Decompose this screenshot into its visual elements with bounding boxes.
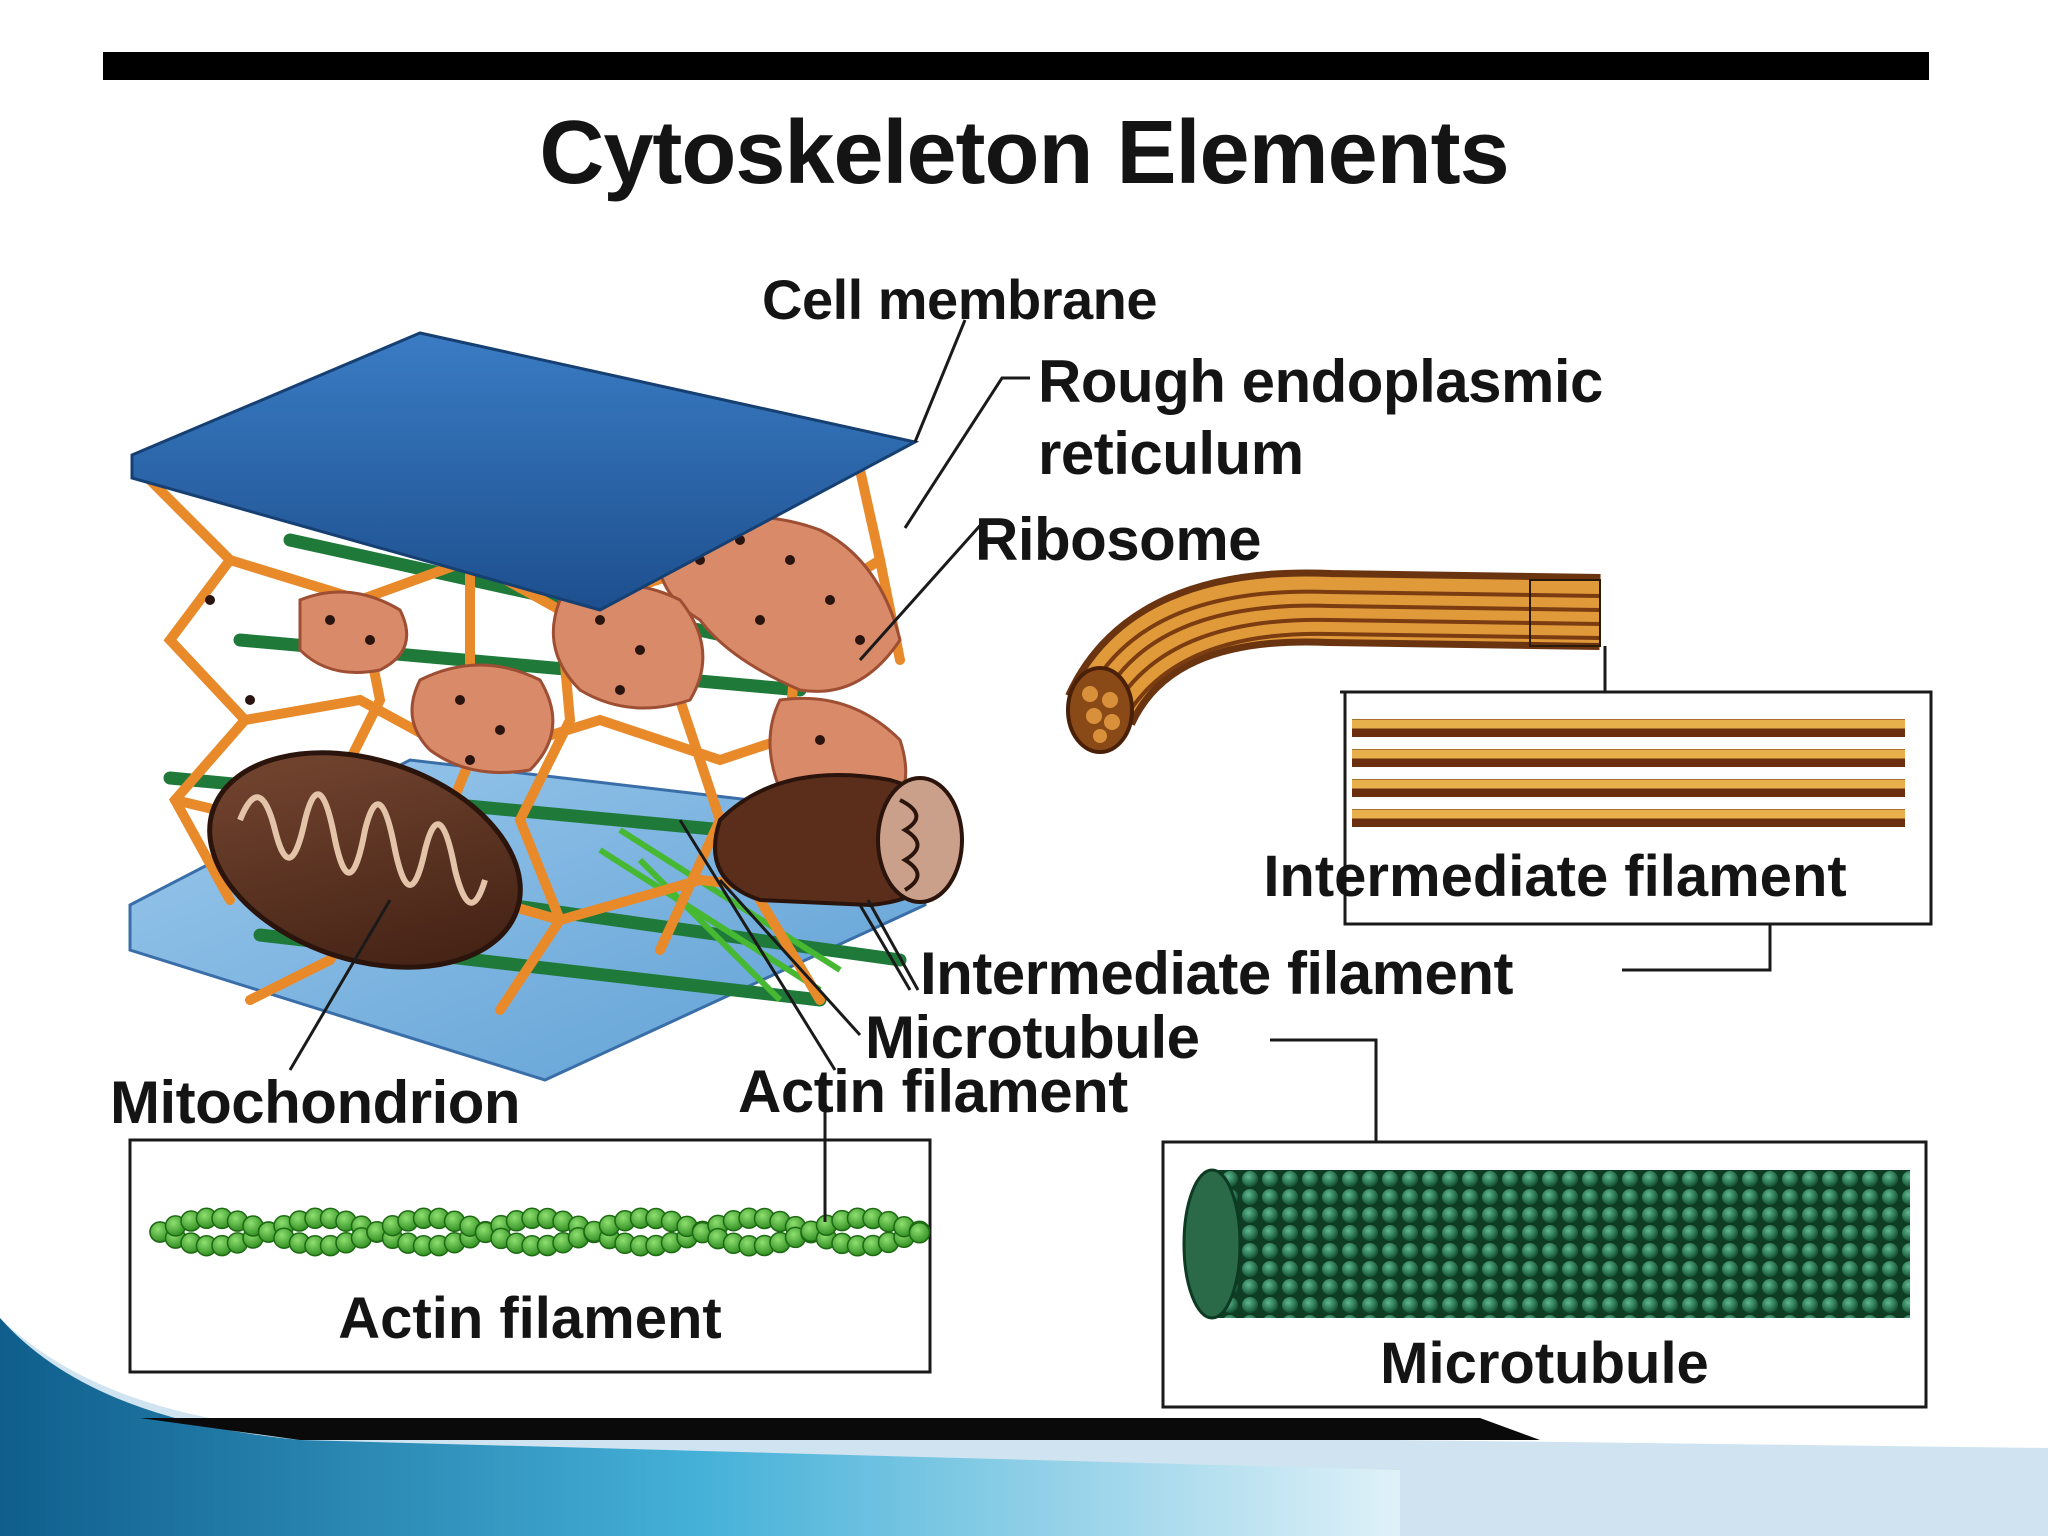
mitochondrion [207, 750, 523, 970]
label-rough-er-line2: reticulum [1038, 420, 1304, 487]
page-title: Cytoskeleton Elements [539, 103, 1509, 203]
inset-label-actin-filament: Actin filament [338, 1286, 722, 1351]
footer-dark-stroke [140, 1418, 1540, 1440]
top-membrane [130, 331, 920, 612]
label-intermediate-filament: Intermediate filament [920, 940, 1514, 1007]
label-rough-er-line1: Rough endoplasmic [1038, 348, 1603, 415]
label-microtubule: Microtubule [865, 1004, 1200, 1071]
cell-illustration [128, 331, 964, 1082]
inset-label-microtubule: Microtubule [1380, 1331, 1709, 1396]
microtubule-inset [1161, 1140, 1928, 1409]
actin-bead [908, 1222, 931, 1244]
rough-er-sheets [298, 515, 908, 832]
label-actin-filament: Actin filament [738, 1058, 1128, 1125]
top-black-bar [103, 52, 1929, 80]
label-mitochondrion: Mitochondrion [110, 1069, 521, 1136]
label-cell-membrane: Cell membrane [762, 268, 1158, 331]
leader-lines [288, 319, 1772, 1222]
actin-filament-inset [128, 1138, 932, 1374]
ribosome-dots [205, 535, 865, 815]
inset-label-intermediate-filament: Intermediate filament [1263, 844, 1847, 909]
intermediate-filament-inset [1340, 646, 1933, 926]
slide-frame [0, 52, 2048, 1536]
mitochondrion-cut [713, 773, 964, 908]
footer-swoosh [0, 1318, 1400, 1536]
intermediate-filament-rope [1065, 569, 1601, 754]
label-ribosome: Ribosome [975, 506, 1262, 573]
